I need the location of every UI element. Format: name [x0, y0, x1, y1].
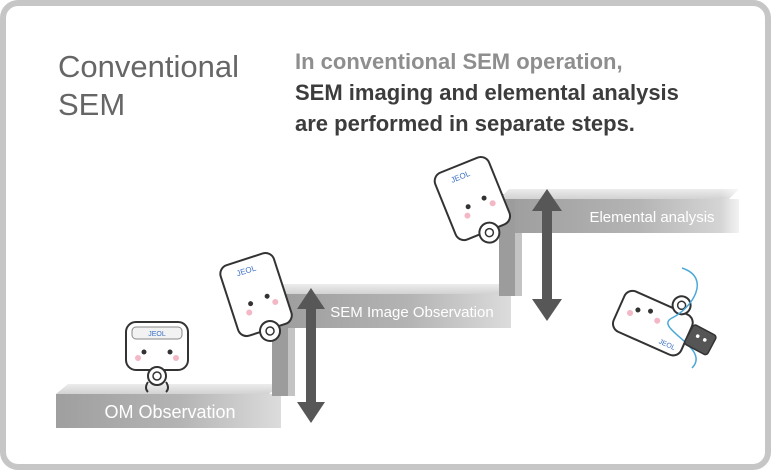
description-line-2: SEM imaging and elemental analysis: [295, 80, 679, 105]
step-elemental-fade: [646, 189, 746, 235]
step-elemental: Elemental analysis: [499, 189, 746, 235]
mascot-leaping-icon: JEOL: [433, 155, 512, 244]
double-arrow-2: [532, 189, 562, 321]
step-om-label: OM Observation: [104, 402, 235, 422]
description-line-3: are performed in separate steps.: [295, 111, 635, 136]
description: In conventional SEM operation, SEM imagi…: [295, 46, 679, 139]
title-line-2: SEM: [58, 87, 126, 122]
step-sem-label: SEM Image Observation: [330, 304, 493, 321]
detector-icon: [683, 324, 717, 356]
mascot-small-icon: JEOL: [125, 321, 189, 393]
detector-cable: [667, 267, 698, 369]
diagram-title: Conventional SEM: [58, 48, 239, 124]
step-sem-face: [288, 294, 511, 328]
step-elemental-label: Elemental analysis: [589, 209, 714, 226]
staircase-diagram: OM Observation SEM Image Observation Ele…: [56, 155, 746, 428]
mascot-small-logo: JEOL: [148, 331, 166, 338]
riser-2-side: [515, 194, 522, 296]
step-sem: SEM Image Observation: [272, 284, 511, 328]
riser-1-side: [288, 288, 295, 396]
step-om: OM Observation: [56, 384, 281, 428]
mascot-jumping-icon: JEOL: [219, 252, 293, 343]
double-arrow-1: [297, 288, 325, 423]
step-om-face: [56, 394, 281, 428]
title-line-1: Conventional: [58, 49, 239, 84]
description-line-1: In conventional SEM operation,: [295, 49, 623, 74]
step-sem-top: [272, 284, 511, 294]
